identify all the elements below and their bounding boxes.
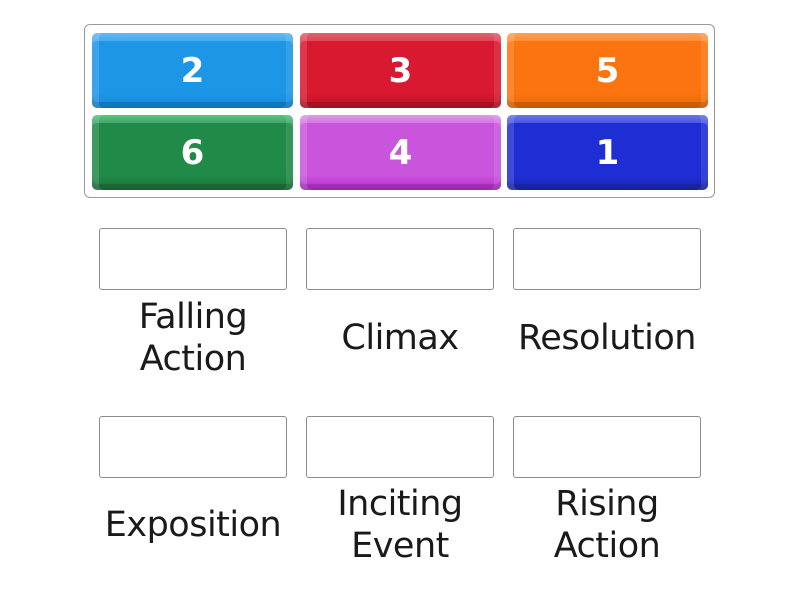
target-label-falling-action: Falling Action [138,297,248,379]
target-label-exposition: Exposition [104,505,282,545]
draggable-tile[interactable]: 6 [92,115,293,190]
drop-target-exposition[interactable] [99,416,287,478]
tile-label: 1 [595,132,620,173]
draggable-tile[interactable]: 4 [300,115,501,190]
tile-label: 2 [180,50,205,91]
target-label-rising-action: Rising Action [553,484,661,566]
draggable-tile[interactable]: 1 [507,115,708,190]
drop-target-resolution[interactable] [513,228,701,290]
drop-target-rising-action[interactable] [513,416,701,478]
draggable-tile[interactable]: 3 [300,33,501,108]
drop-target-climax[interactable] [306,228,494,290]
tile-label: 5 [595,50,620,91]
target-label-climax: Climax [341,318,459,358]
tile-label: 4 [388,132,413,173]
drop-target-falling-action[interactable] [99,228,287,290]
tile-label: 3 [388,50,413,91]
tile-label: 6 [180,132,205,173]
target-label-inciting-event: Inciting Event [337,484,463,566]
drop-target-inciting-event[interactable] [306,416,494,478]
draggable-tile[interactable]: 5 [507,33,708,108]
draggable-tile[interactable]: 2 [92,33,293,108]
target-label-resolution: Resolution [518,318,696,358]
